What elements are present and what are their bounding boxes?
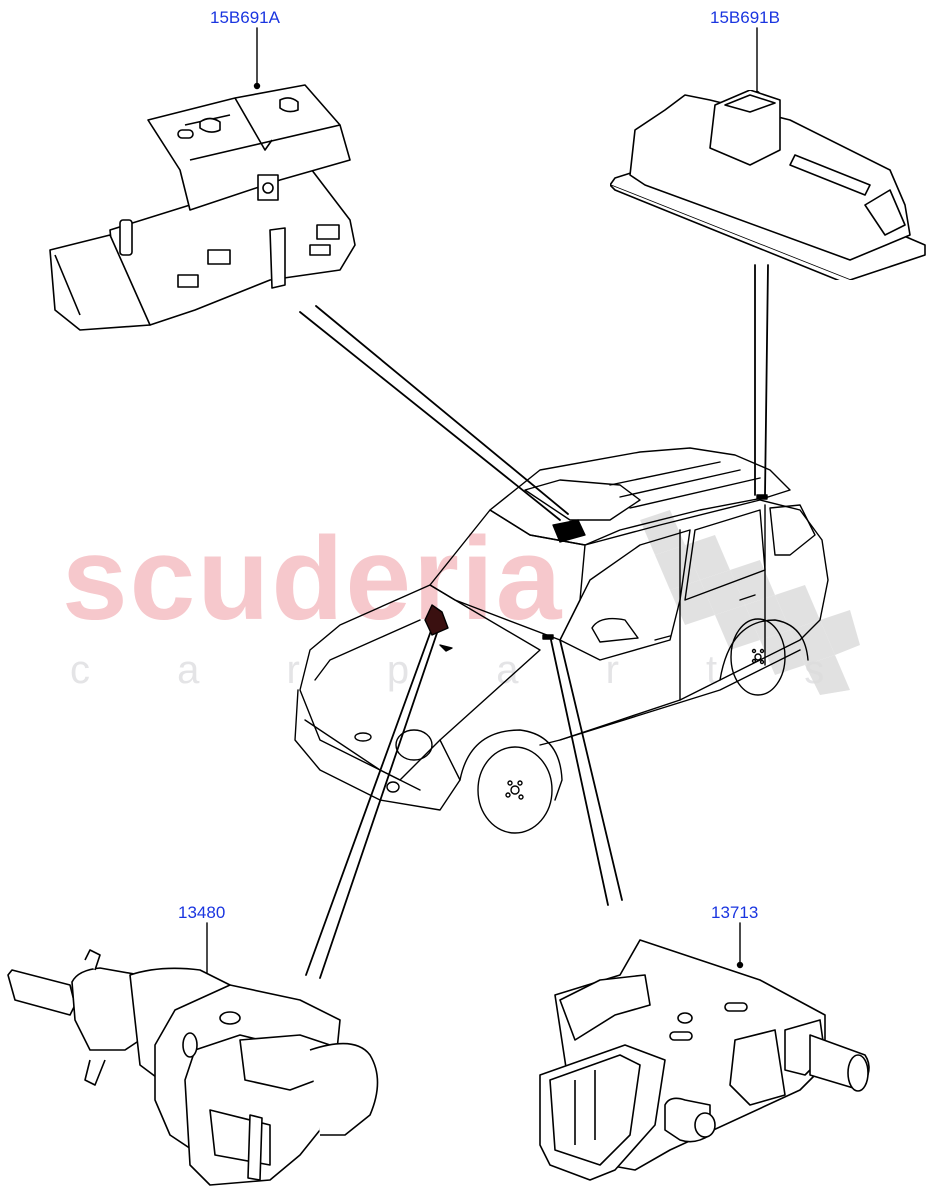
part-13713-drawing[interactable]: [520, 930, 900, 1200]
marker-15B691A: [552, 519, 586, 543]
part-13480-drawing[interactable]: [0, 940, 400, 1200]
marker-13713: [542, 634, 554, 640]
part-label-13480[interactable]: 13480: [178, 903, 226, 922]
vehicle-outline: [294, 447, 829, 834]
part-15B691B-drawing[interactable]: [610, 90, 929, 280]
part-15B691A-drawing[interactable]: [40, 80, 370, 340]
part-label-13713[interactable]: 13713: [711, 903, 759, 922]
marker-13480: [424, 604, 449, 636]
part-label-15B691B[interactable]: 15B691B: [710, 8, 780, 27]
watermark-tagline: c a r p a r t s: [70, 648, 863, 692]
watermark-brand: scuderia: [62, 513, 564, 645]
marker-15B691B: [756, 494, 768, 500]
part-label-15B691A[interactable]: 15B691A: [210, 8, 280, 27]
